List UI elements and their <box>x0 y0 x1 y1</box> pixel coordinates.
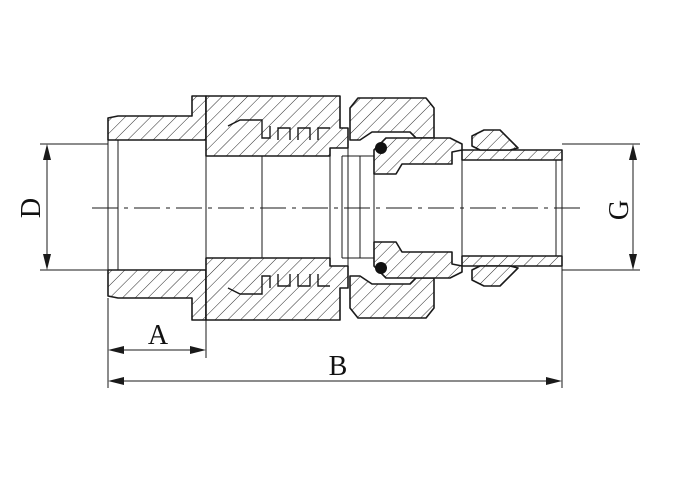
tailpiece-top <box>373 137 463 175</box>
pipe-wall-bottom <box>461 255 563 267</box>
bore-lines <box>107 140 563 270</box>
body-nut-top <box>205 95 349 157</box>
body-nut-bottom <box>205 257 349 321</box>
pipe-wall-top <box>461 149 563 161</box>
tailpiece-bottom <box>373 241 463 279</box>
dimension-label-d: D <box>16 198 47 218</box>
clamp-ring-top <box>471 129 519 151</box>
union-nut-top <box>349 97 435 141</box>
o-ring-top <box>375 142 387 154</box>
dimension-a: A <box>107 298 207 388</box>
dimension-b: B <box>108 266 563 388</box>
section-bottom-half <box>107 241 563 321</box>
dimension-label-b: B <box>329 351 348 382</box>
section-top-half <box>107 95 563 175</box>
dimension-d: D <box>16 143 108 271</box>
clamp-ring-bottom <box>471 265 519 287</box>
threaded-body-top <box>107 95 207 141</box>
threaded-body-bottom <box>107 269 207 321</box>
internal-thread-bottom <box>227 274 330 295</box>
dimension-label-a: A <box>148 320 169 351</box>
o-ring-bottom <box>375 262 387 274</box>
internal-thread-top <box>227 119 330 140</box>
dimension-label-g: G <box>604 200 635 220</box>
union-nut-bottom <box>349 275 435 319</box>
dimension-g: G <box>562 143 640 271</box>
